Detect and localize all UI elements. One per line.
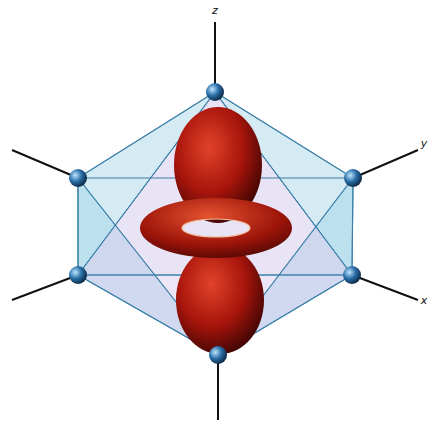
axis-label: x [421, 295, 428, 306]
dz2-orbital [140, 107, 292, 354]
axis-label: y [421, 138, 428, 149]
octahedron [78, 92, 353, 355]
octahedron-edges [78, 92, 353, 355]
axis-lines [12, 22, 418, 420]
ligand-spheres [69, 83, 362, 364]
axis-label: z [212, 5, 218, 16]
